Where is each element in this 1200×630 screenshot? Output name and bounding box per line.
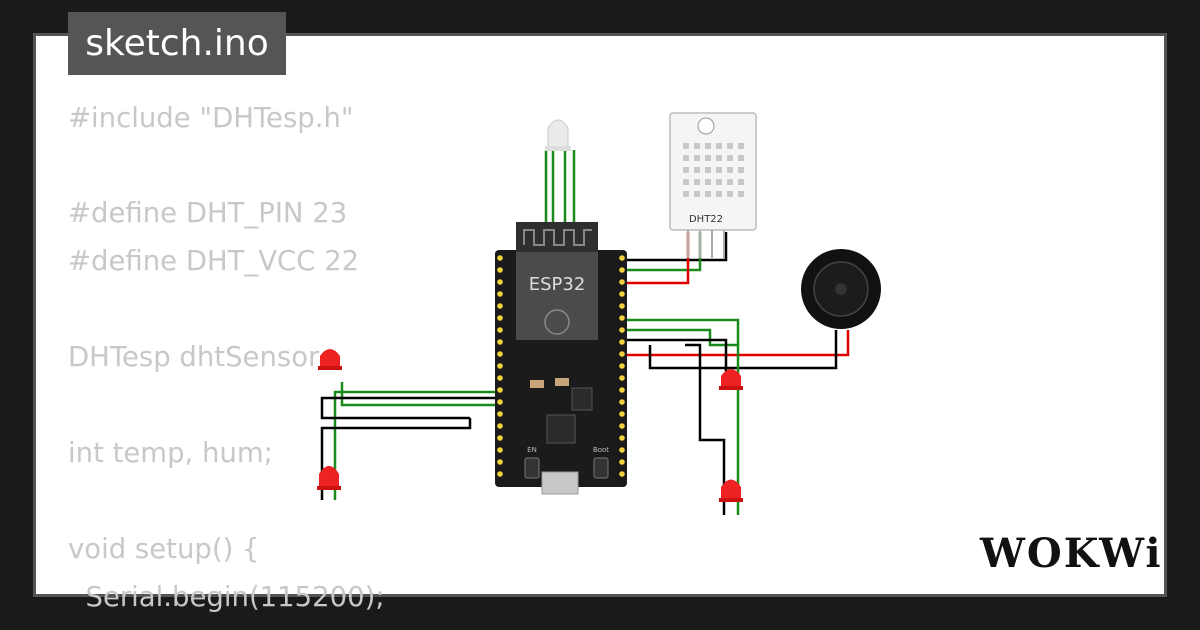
led-right-bottom[interactable] [719, 479, 743, 503]
circuit-diagram: ESP32 EN Boot [317, 112, 881, 515]
pin-header-right [619, 255, 625, 477]
dht22-sensor[interactable]: DHT22 [669, 112, 757, 258]
file-tab-label: sketch.ino [85, 23, 269, 64]
code-line: #define DHT_PIN 23 [68, 197, 348, 229]
pin-header-left [497, 255, 503, 477]
code-line: Serial.begin(115200); [68, 581, 385, 613]
sensor-grille [683, 143, 744, 197]
code-line: #define DHT_VCC 22 [68, 245, 360, 277]
sensor-label: DHT22 [689, 214, 723, 225]
en-button-label: EN [527, 446, 537, 454]
esp32-board[interactable]: ESP32 EN Boot [495, 222, 627, 495]
code-line: void setup() { [68, 533, 260, 565]
code-line: DHTesp dhtSensor; [68, 341, 329, 373]
led-right-top[interactable] [719, 369, 743, 390]
buzzer[interactable] [801, 249, 881, 329]
code-editor: #include "DHTesp.h" #define DHT_PIN 23 #… [68, 102, 385, 613]
preview-card: #include "DHTesp.h" #define DHT_PIN 23 #… [33, 33, 1167, 613]
boot-button-label: Boot [593, 446, 609, 454]
code-line: #include "DHTesp.h" [68, 102, 354, 134]
mcu-label: ESP32 [529, 274, 586, 295]
code-line: int temp, hum; [68, 437, 273, 469]
wokwi-logo: WOKWi [979, 530, 1161, 577]
led-left-bottom[interactable] [317, 466, 341, 490]
led-left-top[interactable] [318, 349, 342, 370]
file-tab[interactable]: sketch.ino [68, 12, 286, 75]
rgb-led[interactable] [545, 119, 571, 151]
wokwi-logo-text: WOKWi [979, 530, 1163, 577]
